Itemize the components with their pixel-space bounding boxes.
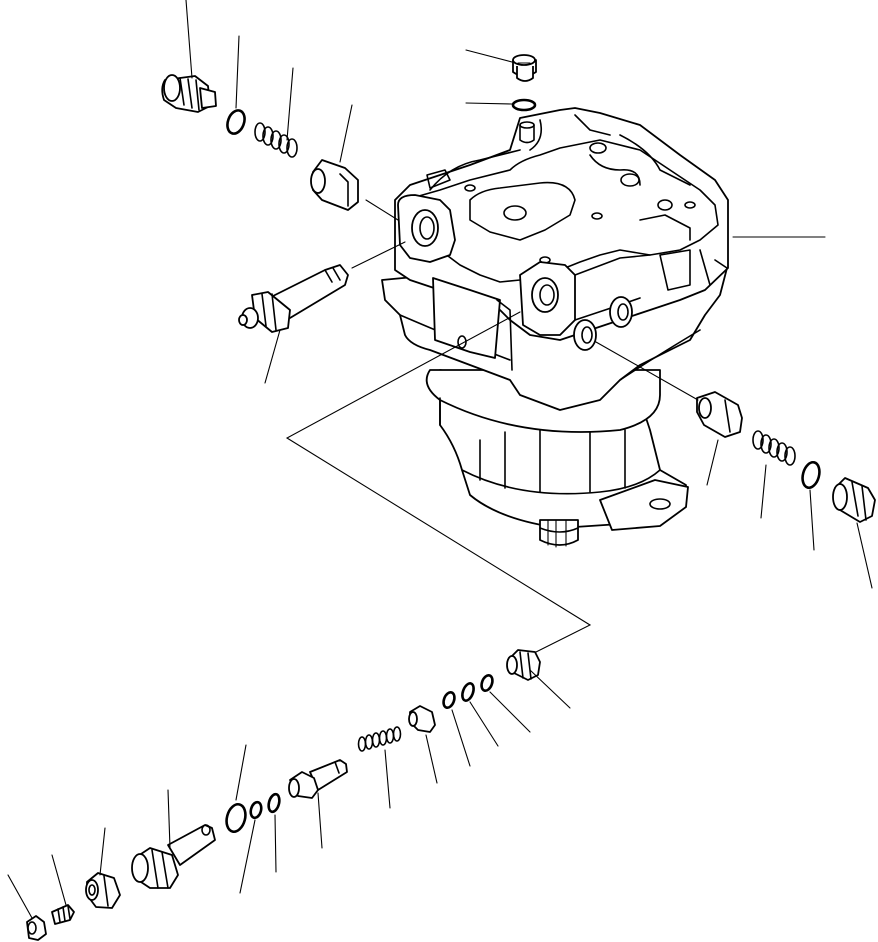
lower-spool	[132, 825, 215, 888]
lower-washer-a	[480, 674, 495, 692]
top-plug	[513, 55, 536, 81]
leader-right-sleeve-label	[707, 440, 718, 485]
leader-right-spring	[761, 465, 766, 518]
upper-left-spool	[239, 265, 348, 332]
leader-spool-to-housing	[352, 242, 405, 268]
leader-lower-o-ring-b	[275, 815, 276, 872]
leader-right-o-ring	[810, 490, 814, 550]
leader-lower-washer-c	[240, 820, 255, 893]
lower-o-ring-b	[267, 793, 281, 813]
leader-lower-spring	[385, 750, 390, 808]
lower-washer-c	[249, 801, 263, 819]
leader-lower-washer-a	[490, 692, 530, 732]
leader-sleeve-to-housing	[366, 200, 398, 220]
leader-lower-hex-nut	[100, 828, 105, 875]
lower-set-screw	[52, 905, 74, 924]
upper-left-spring	[255, 123, 297, 157]
leader-upper-left-plug	[186, 0, 192, 78]
leader-upper-left-spool	[265, 330, 280, 383]
leader-top-o-ring	[466, 103, 512, 104]
lower-o-ring-a	[460, 682, 476, 702]
leader-lower-cap-nut	[8, 875, 32, 918]
leader-lower-valve-stem	[318, 793, 322, 848]
leader-lower-washer-b	[452, 710, 470, 766]
leader-top-plug	[466, 50, 512, 62]
right-o-ring	[800, 460, 822, 489]
reference-line	[287, 312, 590, 660]
upper-left-plug	[162, 75, 216, 112]
leader-upper-left-sleeve	[340, 105, 352, 162]
lower-valve-stem	[289, 760, 347, 798]
leader-right-sleeve	[596, 342, 698, 400]
leader-lower-small-sleeve	[426, 735, 437, 783]
leader-lower-set-screw	[52, 855, 66, 905]
lower-hex-nut	[86, 873, 120, 908]
leader-upper-left-o-ring	[236, 36, 239, 108]
leader-lower-o-ring-a	[470, 702, 498, 746]
lower-small-sleeve	[409, 706, 435, 732]
upper-left-sleeve	[311, 160, 358, 210]
top-o-ring	[513, 100, 535, 110]
leader-lower-spool	[168, 790, 170, 848]
right-spring	[753, 431, 795, 465]
motor-housing	[382, 108, 728, 547]
leader-upper-left-spring	[287, 68, 293, 140]
leader-lower-fitting	[530, 670, 570, 708]
lower-washer-b	[442, 691, 457, 709]
right-sleeve	[697, 392, 742, 437]
lower-spring	[359, 727, 401, 751]
upper-left-o-ring	[224, 108, 247, 136]
leader-lower-o-ring-c	[236, 745, 246, 800]
lower-cap-nut	[27, 916, 46, 940]
lower-o-ring-c	[224, 802, 249, 834]
right-plug	[833, 478, 875, 522]
leader-right-plug	[857, 523, 872, 588]
